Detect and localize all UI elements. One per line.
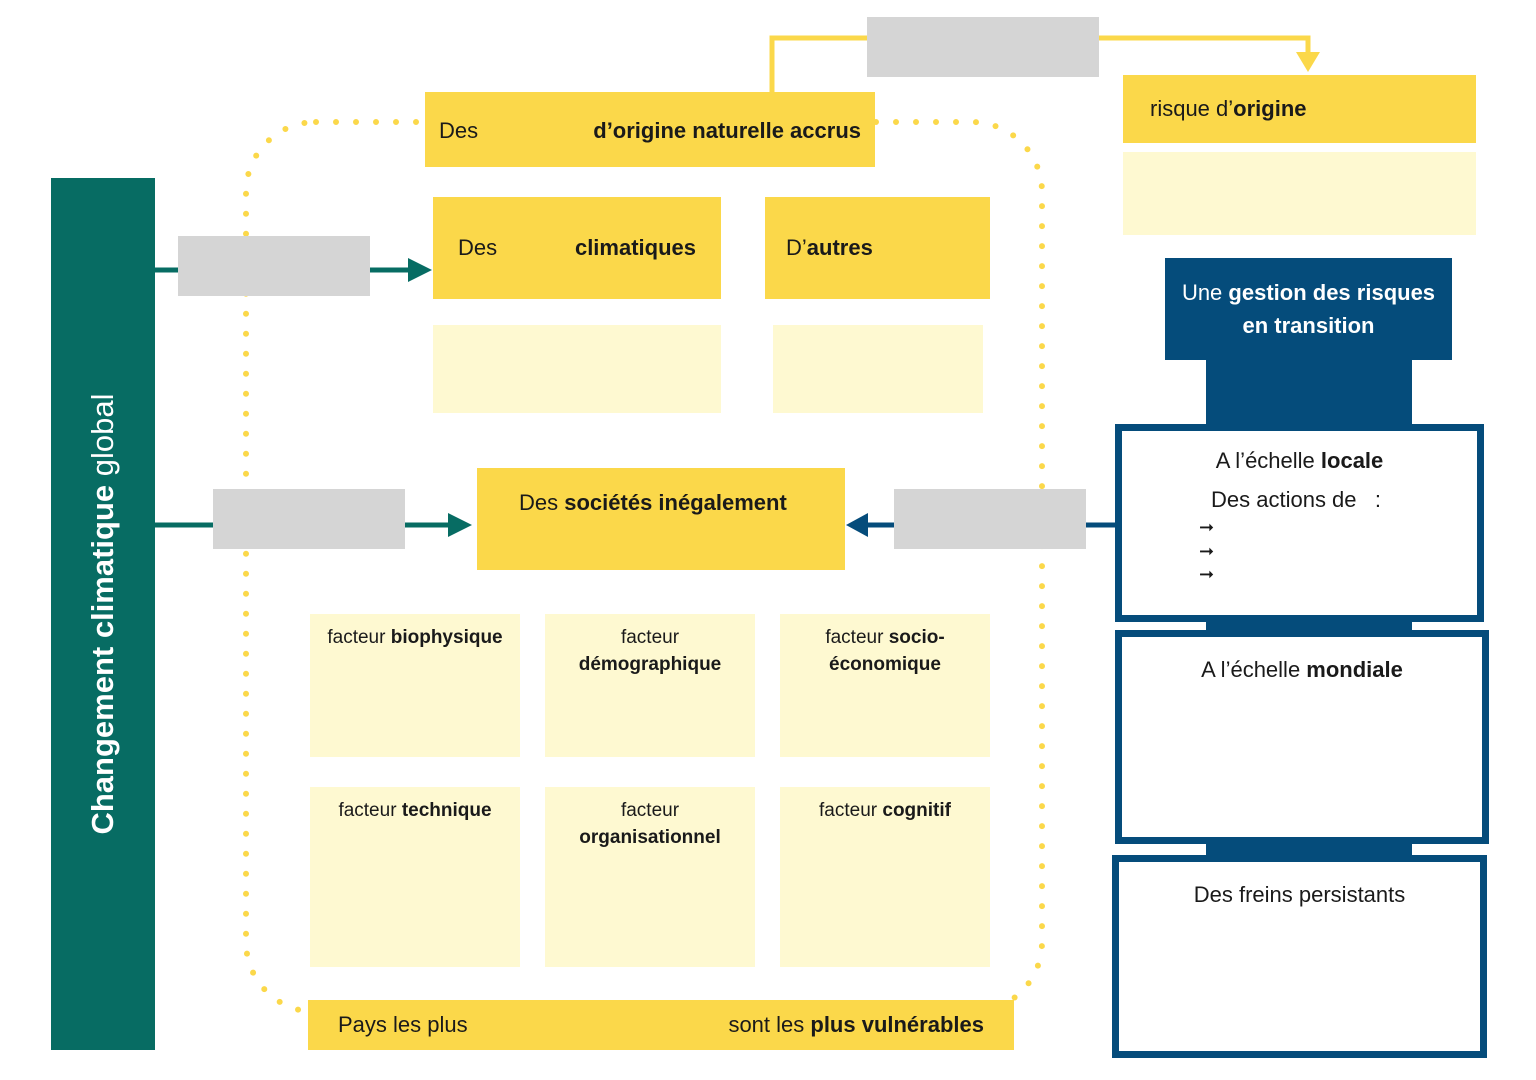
factor-cognitive-bold: cognitif: [882, 800, 951, 821]
management-prefix: Une: [1181, 280, 1229, 305]
societies-label: Des sociétés inégalement: [519, 490, 787, 516]
risk-origin-label: risque d’origine: [1150, 96, 1307, 122]
dotted-region-outline: [243, 119, 1045, 1015]
grey-blank-top: [867, 17, 1099, 77]
other-label: D’autres: [786, 235, 873, 261]
climatic-blank: [433, 325, 721, 413]
societies-bold: sociétés inégalement: [564, 490, 787, 515]
factor-organisational-bold: organisationnel: [579, 827, 721, 848]
climate-label-suffix: global: [85, 393, 120, 485]
grey-blank-upper-left: [178, 236, 370, 296]
other-prefix: D’: [786, 235, 807, 260]
grey-blank-lower-left: [213, 489, 405, 549]
factor-organisational: facteur organisationnel: [545, 787, 755, 967]
global-title-bold: mondiale: [1306, 657, 1403, 682]
natural-hazards-left: Des: [439, 118, 479, 143]
climatic-right: climatiques: [574, 235, 696, 260]
other-box: D’autres: [765, 197, 990, 299]
navy-trunk-low: [1206, 842, 1412, 858]
local-arrow-3: ➞: [1199, 564, 1215, 584]
vulnerable-right-prefix: sont les: [728, 1012, 811, 1037]
factor-socioeconomic-bold: socio-: [888, 627, 945, 648]
factor-demographic-line1: facteur: [620, 627, 680, 648]
societies-prefix: Des: [519, 490, 565, 515]
local-arrow-1: ➞: [1199, 517, 1215, 537]
factor-technical-prefix: facteur: [338, 800, 402, 821]
other-bold: autres: [806, 235, 873, 260]
climate-label-prefix: Changement: [85, 638, 120, 835]
factor-cognitive-prefix: facteur: [819, 800, 883, 821]
persistent-brakes-box: Des freins persistants: [1112, 855, 1487, 1058]
persistent-brakes-title: Des freins persistants: [1193, 882, 1406, 907]
vulnerable-countries-box: Pays les plus sont les plus vulnérables: [308, 1000, 1014, 1050]
factor-demographic: facteur démographique: [545, 614, 755, 757]
societies-box: Des sociétés inégalement: [477, 468, 845, 570]
factor-biophysical-prefix: facteur: [327, 627, 391, 648]
local-arrow-2: ➞: [1199, 541, 1215, 561]
local-title-prefix: A l’échelle: [1215, 448, 1321, 473]
factor-technical-bold: technique: [401, 800, 492, 821]
climate-change-label: Changement climatique global: [85, 393, 121, 834]
navy-arrowhead: [846, 513, 868, 537]
climatic-left: Des: [458, 235, 498, 260]
factor-demographic-bold: démographique: [578, 654, 722, 675]
natural-hazards-right: d’origine naturelle accrus: [593, 118, 861, 143]
global-title-prefix: A l’échelle: [1201, 657, 1307, 682]
risk-origin-blank: [1123, 152, 1476, 235]
climatic-box: Des climatiques: [433, 197, 721, 299]
risk-origin-box: risque d’origine: [1123, 75, 1476, 143]
factor-socioeconomic-prefix: facteur: [825, 627, 889, 648]
management-bold1: gestion des risques: [1228, 280, 1436, 305]
teal-arrowhead-upper: [408, 258, 432, 282]
local-scale-box: A l’échelle locale Des actions de : ➞ ➞ …: [1115, 424, 1484, 622]
top-connector-arrowhead: [1296, 52, 1320, 72]
factor-socioeconomic: facteur socio- économique: [780, 614, 990, 757]
climate-label-bold: climatique: [85, 484, 120, 639]
vulnerable-left: Pays les plus: [338, 1012, 468, 1037]
factor-cognitive: facteur cognitif: [780, 787, 990, 967]
factor-technical: facteur technique: [310, 787, 520, 967]
vulnerable-right: sont les plus vulnérables: [728, 1012, 984, 1038]
natural-hazards-box: Des d’origine naturelle accrus: [425, 92, 875, 167]
vulnerable-right-bold: plus vulnérables: [810, 1012, 984, 1037]
teal-arrowhead-lower: [448, 513, 472, 537]
climate-change-bar: Changement climatique global: [51, 178, 155, 1050]
other-blank: [773, 325, 983, 413]
risk-origin-prefix: risque d’: [1150, 96, 1234, 121]
global-scale-box: A l’échelle mondiale: [1115, 630, 1489, 844]
navy-trunk-top: [1206, 355, 1412, 430]
local-actions-label: Des actions de :: [1211, 487, 1381, 512]
factor-biophysical-bold: biophysique: [390, 627, 503, 648]
grey-blank-right: [894, 489, 1086, 549]
risk-origin-bold: origine: [1233, 96, 1307, 121]
risk-management-box: Une gestion des risques en transition: [1165, 258, 1452, 360]
factor-biophysical: facteur biophysique: [310, 614, 520, 757]
management-bold2: en transition: [1242, 313, 1375, 338]
local-title-bold: locale: [1320, 448, 1384, 473]
factor-socioeconomic-bold2: économique: [829, 654, 941, 675]
global-scale-title: A l’échelle mondiale: [1122, 657, 1482, 683]
factor-organisational-line1: facteur: [620, 800, 680, 821]
local-scale-title: A l’échelle locale: [1122, 448, 1477, 474]
